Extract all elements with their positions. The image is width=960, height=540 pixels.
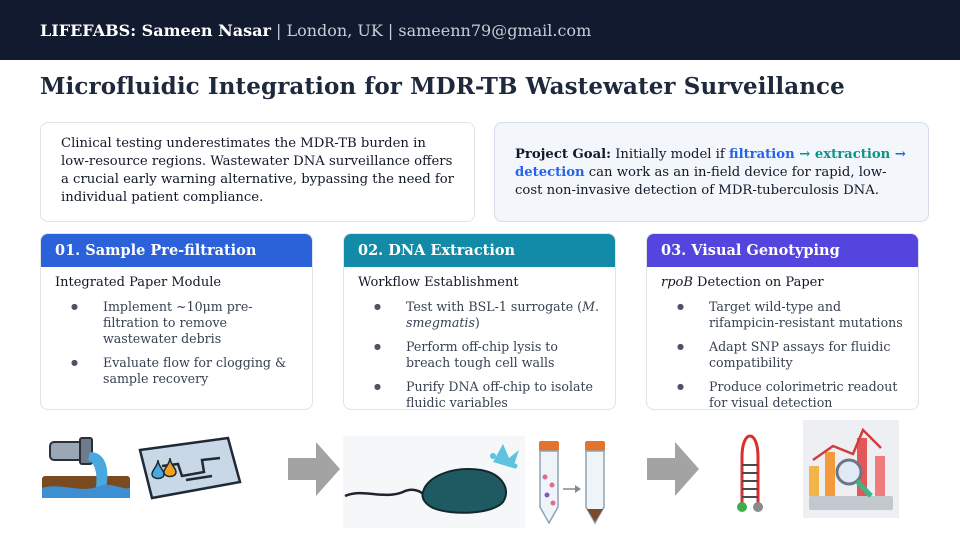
item-text: Test with BSL-1 surrogate ( [406, 299, 583, 314]
wastewater-pipe-icon [42, 437, 130, 498]
goal-term-detection: detection [515, 165, 585, 180]
list-item: Perform off-chip lysis to breach tough c… [374, 339, 601, 371]
card-subtitle: Integrated Paper Module [55, 275, 222, 290]
card-title: 01. Sample Pre-filtration [41, 234, 312, 267]
list-item: Purify DNA off-chip to isolate fluidic v… [374, 379, 601, 409]
goal-label: Project Goal: [515, 147, 612, 162]
card-sample-prefiltration: 01. Sample Pre-filtration Integrated Pap… [40, 233, 313, 410]
list-item: Produce colorimetric readout for visual … [677, 379, 904, 409]
card-title: 03. Visual Genotyping [647, 234, 918, 267]
card-list: Test with BSL-1 surrogate (M. smegmatis)… [344, 290, 615, 409]
card-subtitle: Workflow Establishment [358, 275, 519, 290]
goal-arrow-2: → [890, 147, 906, 162]
arrow-right-icon [647, 442, 699, 496]
analysis-chart-icon [803, 420, 899, 518]
arrow-right-icon [288, 442, 340, 496]
goal-term-extraction: extraction [814, 147, 891, 162]
list-item: Test with BSL-1 surrogate (M. smegmatis) [374, 299, 601, 331]
goal-text-1: Initially model if [611, 147, 729, 162]
list-item: Implement ~10μm pre-filtration to remove… [71, 299, 298, 347]
goal-arrow-1: → [794, 147, 815, 162]
card-dna-extraction: 02. DNA Extraction Workflow Establishmen… [343, 233, 616, 410]
goal-term-filtration: filtration [728, 147, 795, 162]
list-item: Target wild-type and rifampicin-resistan… [677, 299, 904, 331]
list-item: Adapt SNP assays for fluidic compatibili… [677, 339, 904, 371]
bacterium-lysis-icon [343, 436, 525, 528]
header-bar: LIFEFABS: Sameen Nasar | London, UK | sa… [0, 0, 960, 60]
list-item: Evaluate flow for clogging & sample reco… [71, 355, 298, 387]
hairpin-probe-icon [737, 434, 763, 512]
gene-name: rpoB [661, 275, 693, 290]
header-details: | London, UK | sameenn79@gmail.com [270, 20, 592, 40]
subtitle-text: Detection on Paper [692, 275, 824, 290]
card-list: Target wild-type and rifampicin-resistan… [647, 290, 918, 409]
item-text: ) [474, 315, 480, 330]
card-title: 02. DNA Extraction [344, 234, 615, 267]
card-subtitle: rpoB Detection on Paper [647, 267, 918, 290]
species-name: M. smegmatis [406, 299, 600, 330]
goal-box: Project Goal: Initially model if filtrat… [494, 122, 929, 222]
intro-box: Clinical testing underestimates the MDR-… [40, 122, 475, 222]
goal-text-2: can work as an in-field device for rapid… [515, 165, 887, 198]
microfluidic-chip-icon [138, 436, 242, 500]
page-title: Microfluidic Integration for MDR-TB Wast… [40, 73, 845, 100]
sample-tubes-icon [529, 437, 617, 529]
header-name: LIFEFABS: Sameen Nasar [40, 20, 271, 40]
card-visual-genotyping: 03. Visual Genotyping rpoB Detection on … [646, 233, 919, 410]
card-list: Implement ~10μm pre-filtration to remove… [41, 290, 312, 387]
